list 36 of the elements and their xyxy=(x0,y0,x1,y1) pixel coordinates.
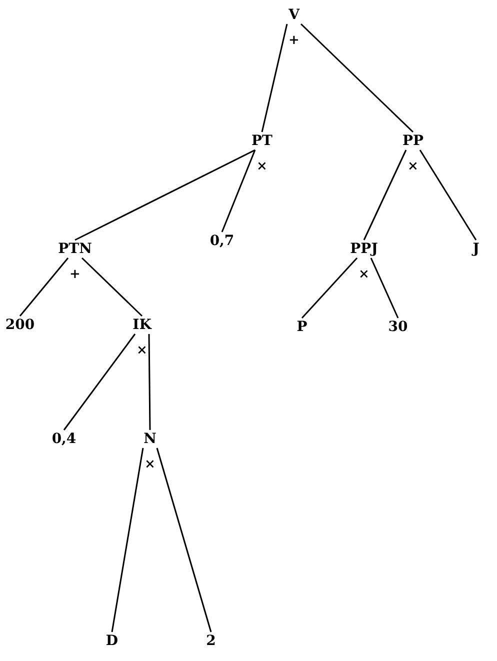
node-label: 0,7 xyxy=(210,234,234,248)
node-label: N xyxy=(144,432,156,446)
tree-branch xyxy=(63,334,136,430)
node-label: PTN xyxy=(58,242,92,256)
node-label: P xyxy=(296,320,308,334)
tree-branch xyxy=(111,448,144,632)
tree-branch xyxy=(300,23,414,133)
node-label: J xyxy=(472,242,480,256)
node-label: 0,4 xyxy=(52,432,76,446)
tree-branch xyxy=(370,258,399,318)
tree-branch xyxy=(156,448,212,632)
node-label: D xyxy=(106,634,118,648)
operator-sign: × xyxy=(144,458,156,471)
node-label: PP xyxy=(402,134,424,148)
operator-sign: × xyxy=(358,268,370,281)
node-label: V xyxy=(288,8,300,22)
node-label: IK xyxy=(132,318,152,332)
operator-sign: + xyxy=(69,268,81,281)
tree-branch xyxy=(81,257,143,317)
operator-sign: × xyxy=(136,344,148,357)
tree-branch xyxy=(74,149,256,241)
tree-branch xyxy=(363,150,407,240)
tree-branch xyxy=(261,24,288,132)
operator-sign: × xyxy=(407,160,419,173)
node-label: 200 xyxy=(5,318,35,332)
tree-branch xyxy=(301,258,358,318)
node-label: PT xyxy=(252,134,272,148)
tree-branch xyxy=(19,258,69,316)
operator-sign: × xyxy=(256,160,268,173)
node-label: PPJ xyxy=(350,242,378,256)
tree-branch xyxy=(148,334,151,430)
node-label: 2 xyxy=(206,634,216,648)
node-label: 30 xyxy=(388,320,408,334)
tree-branch xyxy=(419,150,477,240)
operator-sign: + xyxy=(288,34,300,47)
tree-branch xyxy=(221,150,256,232)
